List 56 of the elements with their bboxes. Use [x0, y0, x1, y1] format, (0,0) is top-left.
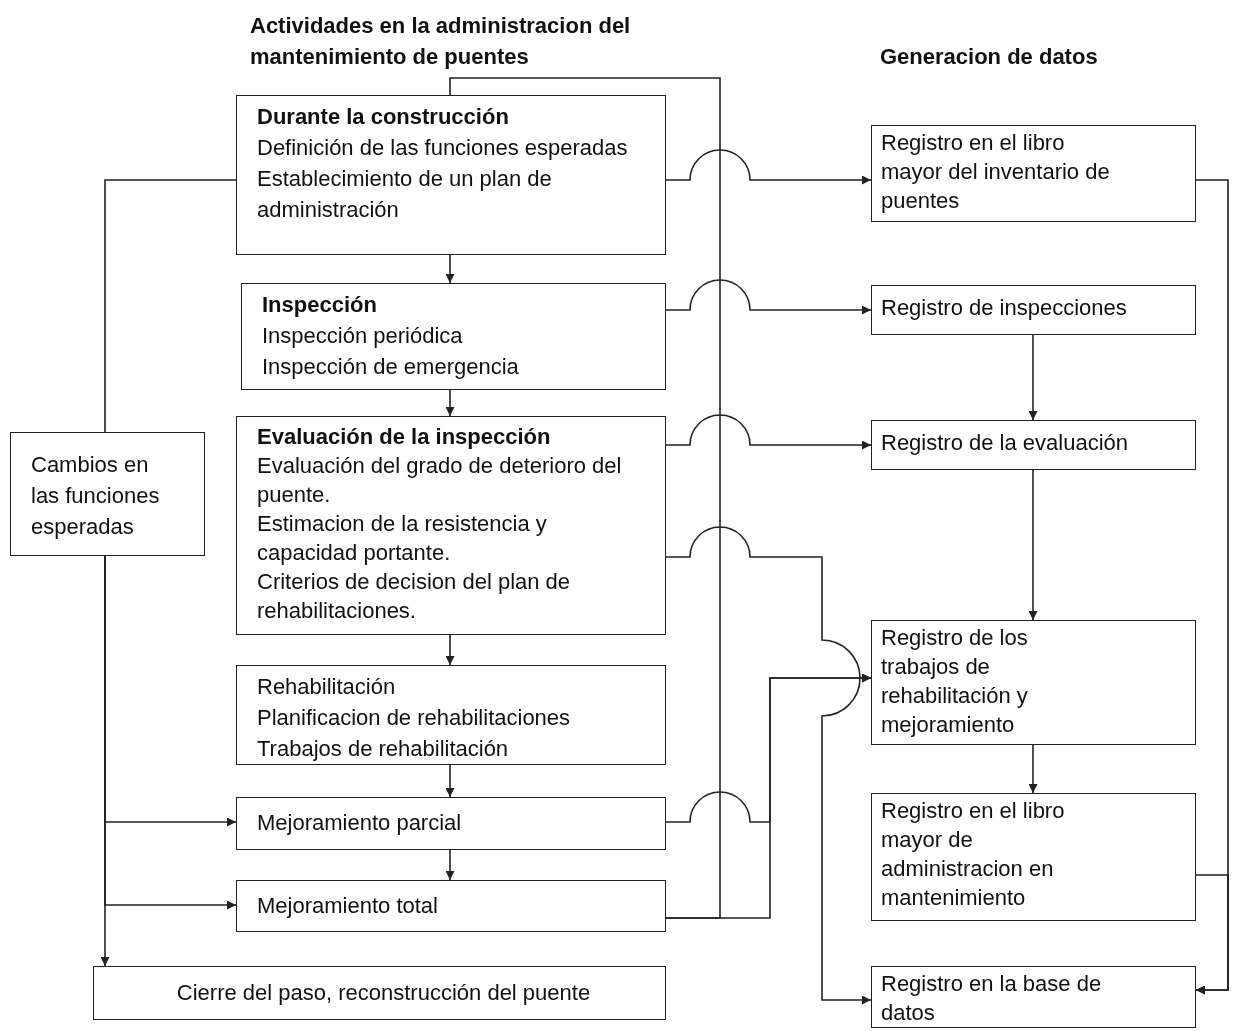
connector-line [104, 179, 237, 433]
process-box [10, 432, 205, 556]
process-box [93, 966, 666, 1020]
box-text: Registro de los trabajos de rehabilitación y mejoramiento [881, 624, 1029, 739]
process-box [871, 125, 1196, 222]
box-text: Registro de inspecciones [881, 294, 1128, 322]
process-box [871, 620, 1196, 745]
box-text: Inspección periódica [262, 322, 464, 350]
arrow [1028, 334, 1038, 421]
box-text: Definición de las funciones esperadas [257, 134, 629, 162]
box-text: Establecimiento de un plan de administración [257, 165, 553, 224]
arrow [445, 389, 455, 417]
box-text: Registro en el libro mayor de administracion en mantenimiento [881, 797, 1066, 912]
box-text: Planificacion de rehabilitaciones [257, 704, 572, 732]
box-heading: Durante la construcción [257, 103, 510, 131]
arrow [665, 414, 872, 450]
arrow [665, 673, 872, 919]
process-box [236, 880, 666, 932]
arrow [1028, 469, 1038, 621]
box-text: Inspección de emergencia [262, 353, 520, 381]
process-box [236, 416, 666, 635]
box-heading: Rehabilitación [257, 673, 397, 701]
arrow [445, 764, 455, 798]
box-text: Criterios de decision del plan de rehabilitaciones. [257, 568, 572, 625]
arrow [665, 279, 872, 315]
box-heading: Evaluación de la inspección [257, 423, 552, 451]
box-text: Cambios en las funciones esperadas [31, 451, 161, 541]
box-text: Registro en el libro mayor del inventario de puentes [881, 129, 1111, 215]
box-text: Mejoramiento parcial [257, 809, 463, 837]
box-text: Evaluación del grado de deterioro del puente. [257, 452, 623, 509]
process-box [236, 665, 666, 765]
process-box [241, 283, 666, 390]
column-heading: Generacion de datos [880, 43, 1099, 71]
box-text: Cierre del paso, reconstrucción del puente [175, 979, 592, 1007]
box-heading: Inspección [262, 291, 378, 319]
process-box [871, 793, 1196, 921]
arrow [104, 555, 237, 910]
box-text: Estimacion de la resistencia y capacidad portante. [257, 510, 548, 567]
process-box [871, 420, 1196, 470]
process-box [236, 797, 666, 850]
column-heading: Actividades en la administracion del mantenimiento de puentes [250, 12, 632, 71]
arrow [1195, 874, 1229, 995]
process-box [871, 285, 1196, 335]
process-box [871, 966, 1196, 1028]
box-text: Trabajos de rehabilitación [257, 735, 510, 763]
box-text: Registro en la base de datos [881, 970, 1103, 1027]
arrow [665, 149, 872, 185]
arrow [665, 526, 872, 1005]
arrow [1028, 744, 1038, 794]
arrow [445, 849, 455, 881]
arrow [445, 634, 455, 666]
box-text: Mejoramiento total [257, 892, 439, 920]
box-text: Registro de la evaluación [881, 429, 1130, 457]
connector-line [449, 77, 721, 919]
arrow [445, 254, 455, 284]
process-box [236, 95, 666, 255]
